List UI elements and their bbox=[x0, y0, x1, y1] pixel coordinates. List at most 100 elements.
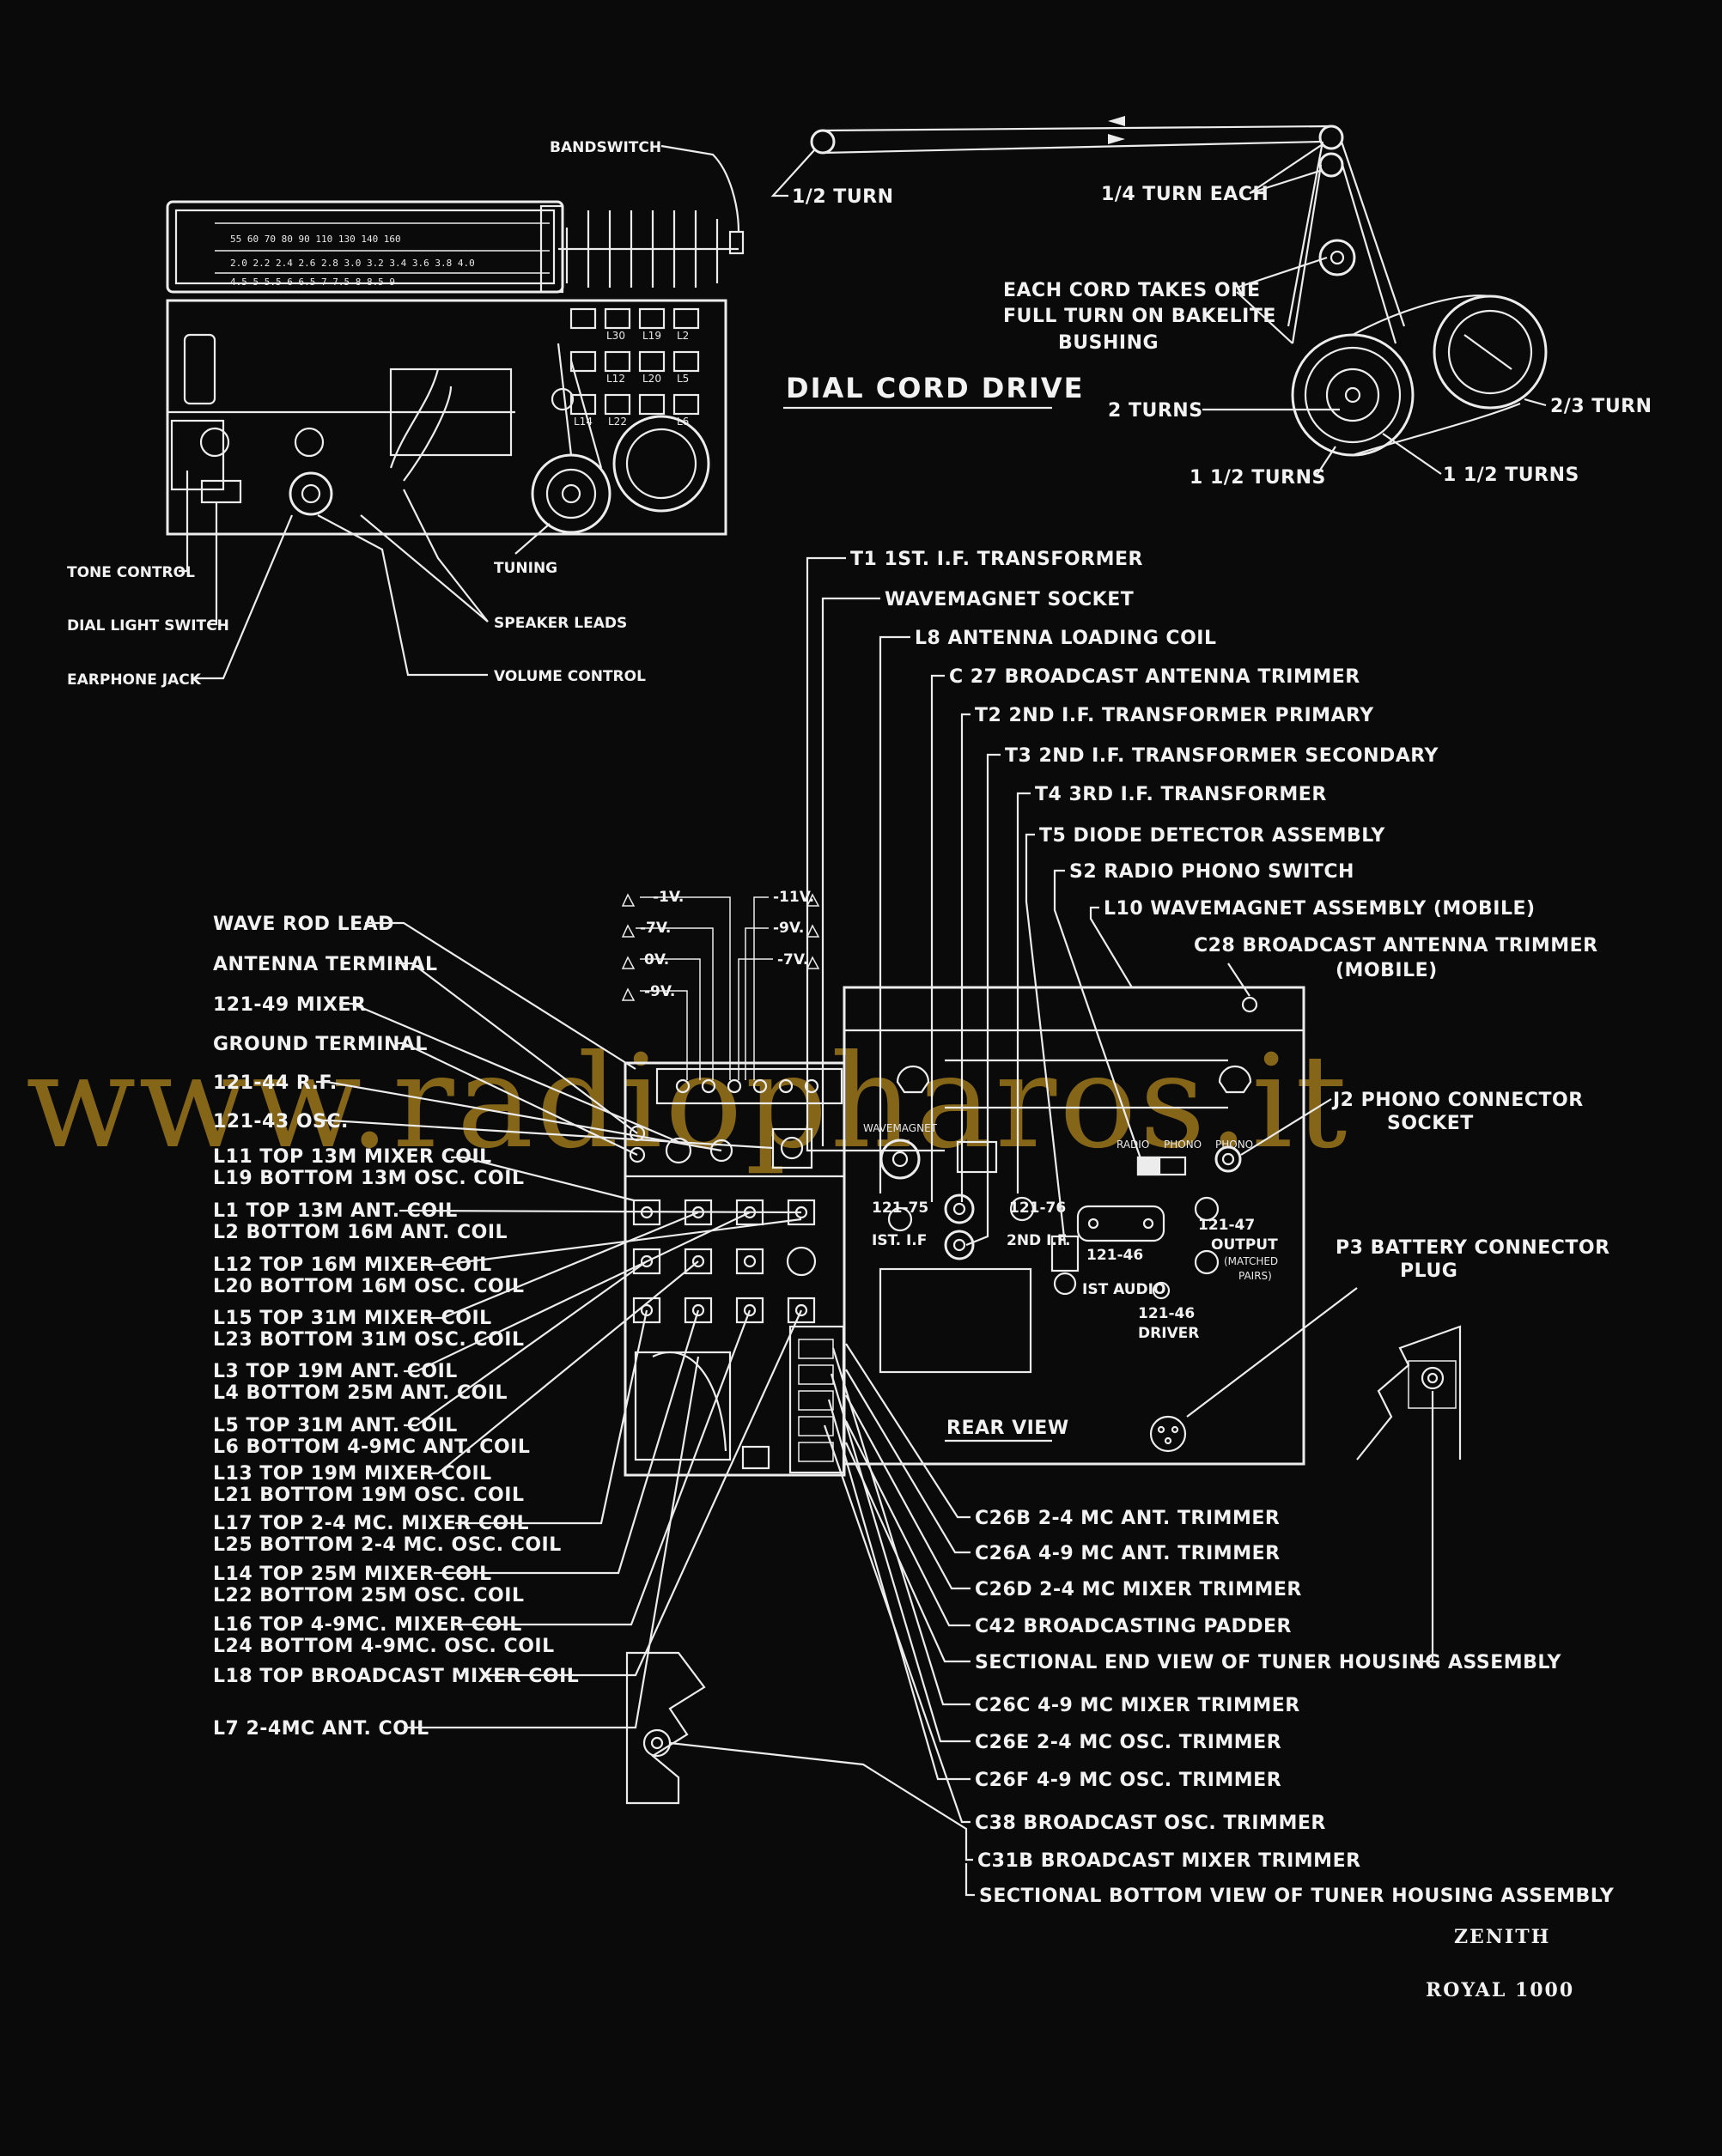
label-volume-control: VOLUME CONTROL bbox=[494, 668, 646, 685]
dial-cord-drive-title: DIAL CORD DRIVE bbox=[786, 372, 1085, 404]
callout-p3: P3 BATTERY CONNECTOR bbox=[1336, 1237, 1610, 1259]
rear-phono2: PHONO bbox=[1215, 1139, 1253, 1151]
label-speaker-leads: SPEAKER LEADS bbox=[494, 615, 627, 632]
label-half-turn: 1/2 TURN bbox=[792, 186, 894, 208]
callout-l13: L13 TOP 19M MIXER COIL bbox=[213, 1463, 492, 1485]
callout-t5: T5 DIODE DETECTOR ASSEMBLY bbox=[1039, 825, 1385, 847]
callout-s2: S2 RADIO PHONO SWITCH bbox=[1069, 861, 1354, 883]
callout-c26e: C26E 2-4 MC OSC. TRIMMER bbox=[975, 1732, 1281, 1753]
label-each-cord-2: FULL TURN ON BAKELITE bbox=[1003, 306, 1276, 327]
voltage-marker: -9V. bbox=[644, 983, 675, 1000]
label-each-cord-1: EACH CORD TAKES ONE bbox=[1003, 280, 1261, 301]
label-dial-light-switch: DIAL LIGHT SWITCH bbox=[67, 617, 229, 635]
callout-l21: L21 BOTTOM 19M OSC. COIL bbox=[213, 1485, 524, 1506]
label-one-half-turns-right: 1 1/2 TURNS bbox=[1443, 465, 1579, 486]
callout-c26c: C26C 4-9 MC MIXER TRIMMER bbox=[975, 1695, 1300, 1716]
callout-l11: L11 TOP 13M MIXER COIL bbox=[213, 1146, 492, 1168]
top-view-drawing: 55 60 70 80 90 110 130 140 160 2.0 2.2 2… bbox=[166, 200, 745, 536]
callout-l8: L8 ANTENNA LOADING COIL bbox=[915, 628, 1216, 649]
voltage-marker: 0V. bbox=[644, 951, 669, 969]
label-two-thirds-turn: 2/3 TURN bbox=[1550, 396, 1652, 417]
callout-l19: L19 BOTTOM 13M OSC. COIL bbox=[213, 1168, 524, 1189]
rear-view-title: REAR VIEW bbox=[946, 1418, 1069, 1439]
callout-c31b: C31B BROADCAST MIXER TRIMMER bbox=[977, 1850, 1361, 1872]
callout-l3: L3 TOP 19M ANT. COIL bbox=[213, 1361, 458, 1382]
callout-121-43: 121-43 OSC. bbox=[213, 1111, 349, 1133]
callout-t2: T2 2ND I.F. TRANSFORMER PRIMARY bbox=[975, 705, 1374, 726]
rear-tube-121-46b: 121-46 bbox=[1138, 1305, 1195, 1322]
callout-121-44: 121-44 R.F. bbox=[213, 1072, 338, 1094]
callout-ground-terminal: GROUND TERMINAL bbox=[213, 1034, 428, 1055]
left-callouts: WAVE ROD LEAD ANTENNA TERMINAL 121-49 MI… bbox=[213, 914, 803, 1740]
rear-pairs: PAIRS) bbox=[1238, 1270, 1272, 1282]
label-tuning: TUNING bbox=[494, 560, 557, 577]
right-callouts: T1 1ST. I.F. TRANSFORMER WAVEMAGNET SOCK… bbox=[806, 549, 1610, 1418]
coil-tag: L22 bbox=[608, 416, 627, 428]
rear-radio: RADIO bbox=[1117, 1139, 1149, 1151]
rear-driver: DRIVER bbox=[1138, 1325, 1199, 1342]
callout-l14: L14 TOP 25M MIXER COIL bbox=[213, 1564, 492, 1585]
callout-c26a: C26A 4-9 MC ANT. TRIMMER bbox=[975, 1543, 1281, 1564]
rear-output: OUTPUT bbox=[1211, 1236, 1278, 1254]
callout-c26f: C26F 4-9 MC OSC. TRIMMER bbox=[975, 1770, 1281, 1791]
label-tone-control: TONE CONTROL bbox=[67, 564, 195, 581]
callout-p3-plug: PLUG bbox=[1400, 1260, 1457, 1282]
callout-l6: L6 BOTTOM 4-9MC ANT. COIL bbox=[213, 1436, 530, 1458]
callout-121-49: 121-49 MIXER bbox=[213, 994, 366, 1016]
brand-zenith: ZENITH bbox=[1454, 1926, 1550, 1948]
rear-second-if: 2ND I.F. bbox=[1007, 1232, 1070, 1249]
voltage-marker: -9V. bbox=[773, 920, 804, 937]
callout-c42: C42 BROADCASTING PADDER bbox=[975, 1616, 1292, 1637]
callout-l4: L4 BOTTOM 25M ANT. COIL bbox=[213, 1382, 508, 1404]
callout-wave-rod-lead: WAVE ROD LEAD bbox=[213, 914, 394, 935]
coil-tag: L5 bbox=[677, 373, 689, 385]
label-two-turns: 2 TURNS bbox=[1108, 400, 1203, 422]
callout-wavemagnet-socket: WAVEMAGNET SOCKET bbox=[885, 589, 1134, 610]
label-bandswitch: BANDSWITCH bbox=[550, 139, 661, 156]
dial-scale-row3: 4.5 5 5.5 6 6.5 7 7.5 8 8.5 9 bbox=[230, 276, 395, 288]
callout-t1: T1 1ST. I.F. TRANSFORMER bbox=[850, 549, 1143, 570]
coil-tag: L20 bbox=[642, 373, 661, 385]
label-each-cord-3: BUSHING bbox=[1058, 332, 1159, 354]
voltage-marker: -11V. bbox=[773, 889, 814, 906]
callout-l25: L25 BOTTOM 2-4 MC. OSC. COIL bbox=[213, 1534, 562, 1556]
rear-phono: PHONO bbox=[1164, 1139, 1202, 1151]
callout-l7: L7 2-4MC ANT. COIL bbox=[213, 1718, 429, 1740]
coil-tag: L2 bbox=[677, 330, 689, 342]
rear-tube-121-76: 121-76 bbox=[1009, 1199, 1066, 1217]
dial-scale-row1: 55 60 70 80 90 110 130 140 160 bbox=[230, 234, 401, 245]
callout-antenna-terminal: ANTENNA TERMINAL bbox=[213, 954, 438, 975]
callout-l10: L10 WAVEMAGNET ASSEMBLY (MOBILE) bbox=[1104, 898, 1536, 920]
rear-matched: (MATCHED bbox=[1224, 1255, 1278, 1267]
callout-l22: L22 BOTTOM 25M OSC. COIL bbox=[213, 1585, 524, 1606]
label-earphone-jack: EARPHONE JACK bbox=[67, 671, 202, 689]
callout-c26b: C26B 2-4 MC ANT. TRIMMER bbox=[975, 1508, 1280, 1529]
callout-t3: T3 2ND I.F. TRANSFORMER SECONDARY bbox=[1005, 745, 1439, 767]
callout-j2-socket: SOCKET bbox=[1387, 1113, 1474, 1134]
callout-l23: L23 BOTTOM 31M OSC. COIL bbox=[213, 1329, 524, 1351]
callout-bottom-view: SECTIONAL BOTTOM VIEW OF TUNER HOUSING A… bbox=[979, 1886, 1615, 1907]
rear-ist-if: IST. I.F bbox=[872, 1232, 927, 1249]
coil-tag: L12 bbox=[606, 373, 625, 385]
rear-ist-audio: IST AUDIO bbox=[1082, 1281, 1165, 1298]
callout-c28-mobile: (MOBILE) bbox=[1336, 960, 1438, 981]
callout-j2: J2 PHONO CONNECTOR bbox=[1331, 1090, 1584, 1111]
dial-cord-drive-drawing bbox=[810, 116, 1548, 457]
callout-t4: T4 3RD I.F. TRANSFORMER bbox=[1035, 784, 1327, 805]
rear-wavemagnet: WAVEMAGNET bbox=[863, 1122, 938, 1134]
callout-end-view: SECTIONAL END VIEW OF TUNER HOUSING ASSE… bbox=[975, 1652, 1562, 1673]
model-royal-1000: ROYAL 1000 bbox=[1426, 1979, 1574, 2001]
callout-l12: L12 TOP 16M MIXER COIL bbox=[213, 1254, 492, 1276]
rear-tube-121-46a: 121-46 bbox=[1086, 1247, 1143, 1264]
callout-l24: L24 BOTTOM 4-9MC. OSC. COIL bbox=[213, 1636, 555, 1657]
callout-c28: C28 BROADCAST ANTENNA TRIMMER bbox=[1194, 935, 1598, 957]
callout-l2: L2 BOTTOM 16M ANT. COIL bbox=[213, 1222, 508, 1243]
coil-tag: L30 bbox=[606, 330, 625, 342]
coil-tag: L19 bbox=[642, 330, 661, 342]
label-quarter-turn-each: 1/4 TURN EACH bbox=[1101, 184, 1269, 205]
callout-l5: L5 TOP 31M ANT. COIL bbox=[213, 1415, 458, 1436]
dial-scale-row2: 2.0 2.2 2.4 2.6 2.8 3.0 3.2 3.4 3.6 3.8 … bbox=[230, 258, 475, 269]
bottom-callouts: C26B 2-4 MC ANT. TRIMMER C26A 4-9 MC ANT… bbox=[669, 1343, 1615, 1907]
callout-l15: L15 TOP 31M MIXER COIL bbox=[213, 1308, 492, 1329]
